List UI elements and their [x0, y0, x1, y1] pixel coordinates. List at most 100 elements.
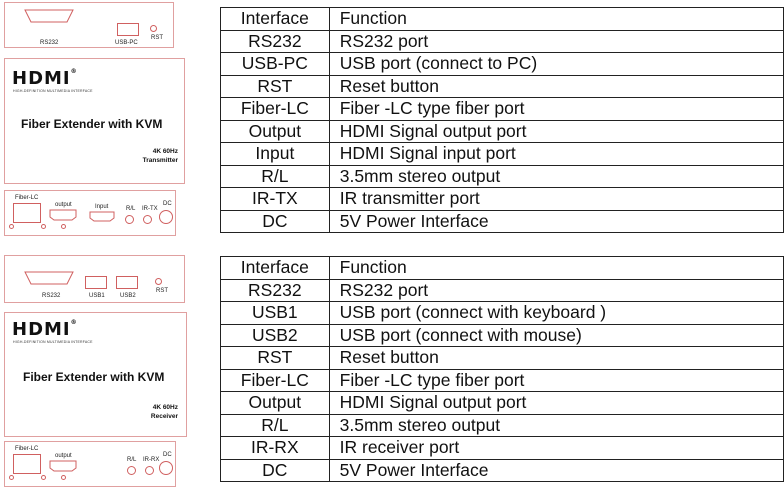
function-cell: USB port (connect to PC) [328, 52, 784, 76]
ir-rx-label: IR-RX [143, 457, 160, 463]
fiber-indicator-icon [9, 224, 14, 229]
interface-cell: USB1 [220, 301, 330, 325]
function-cell: 5V Power Interface [328, 458, 784, 482]
rs232-port-icon [24, 271, 74, 285]
function-cell: Fiber -LC type fiber port [328, 368, 784, 392]
rst-button-icon [150, 25, 157, 32]
usb-pc-port-icon [117, 23, 139, 36]
rs232-label: RS232 [40, 40, 59, 46]
function-cell: USB port (connect with mouse) [328, 323, 784, 347]
receiver-top-panel: RS232 USB1 USB2 RST [4, 255, 185, 303]
fiber-indicator-icon [9, 475, 14, 480]
usb1-port-icon [85, 276, 107, 289]
output-label: output [55, 453, 72, 459]
function-cell: HDMI Signal output port [328, 391, 784, 415]
ir-port-icon [143, 215, 152, 224]
hdmi-logo-icon: HDMI® [12, 319, 78, 340]
hdmi-input-port-icon [89, 211, 115, 222]
function-cell: 5V Power Interface [328, 209, 784, 233]
fiber-indicator-icon [41, 224, 46, 229]
fiber-lc-label: Fiber-LC [15, 195, 39, 201]
usb-pc-label: USB-PC [115, 40, 138, 46]
header-function: Function [328, 256, 784, 280]
ir-port-icon [145, 466, 154, 475]
interface-cell: Input [220, 142, 330, 166]
fiber-lc-port-icon [13, 454, 41, 474]
interface-cell: USB-PC [220, 52, 330, 76]
interface-cell: DC [220, 209, 330, 233]
rl-label: R/L [126, 206, 136, 212]
spec-label: 4K 60Hz Transmitter [142, 148, 178, 164]
input-label: Input [95, 204, 109, 210]
dc-label: DC [163, 452, 172, 458]
interface-cell: Fiber-LC [220, 368, 330, 392]
audio-jack-icon [125, 215, 134, 224]
function-cell: HDMI Signal input port [328, 142, 784, 166]
function-cell: RS232 port [328, 29, 784, 53]
function-cell: RS232 port [328, 278, 784, 302]
function-cell: HDMI Signal output port [328, 119, 784, 143]
hdmi-logo-icon: HDMI® [12, 68, 78, 89]
rs232-port-icon [24, 9, 74, 23]
interface-cell: Fiber-LC [220, 97, 330, 121]
function-cell: 3.5mm stereo output [328, 413, 784, 437]
header-function: Function [328, 7, 784, 31]
rl-label: R/L [127, 457, 137, 463]
rst-label: RST [156, 288, 168, 294]
function-cell: IR receiver port [328, 436, 784, 460]
function-cell: Fiber -LC type fiber port [328, 97, 784, 121]
ir-tx-label: IR-TX [142, 206, 158, 212]
interface-cell: IR-RX [220, 436, 330, 460]
hdmi-tagline: HIGH-DEFINITION MULTIMEDIA INTERFACE [13, 340, 93, 344]
interface-cell: RST [220, 74, 330, 98]
interface-cell: Output [220, 119, 330, 143]
receiver-bottom-panel: Fiber-LC output R/L IR-RX DC [4, 441, 176, 487]
transmitter-bottom-panel: Fiber-LC output Input R/L IR-TX DC [4, 190, 176, 236]
rst-button-icon [155, 278, 162, 285]
hdmi-tagline: HIGH-DEFINITION MULTIMEDIA INTERFACE [13, 89, 93, 93]
interface-cell: R/L [220, 413, 330, 437]
transmitter-front-panel: HDMI® HIGH-DEFINITION MULTIMEDIA INTERFA… [4, 58, 185, 184]
interface-cell: RS232 [220, 278, 330, 302]
interface-cell: RS232 [220, 29, 330, 53]
fiber-indicator-icon [41, 475, 46, 480]
device-title: Fiber Extender with KVM [21, 117, 163, 131]
table-header-row: Interface Function [220, 256, 784, 280]
interface-cell: DC [220, 458, 330, 482]
interface-cell: R/L [220, 164, 330, 188]
device-title: Fiber Extender with KVM [23, 370, 165, 384]
rs232-label: RS232 [42, 293, 61, 299]
interface-cell: Output [220, 391, 330, 415]
table-header-row: Interface Function [220, 7, 784, 31]
function-cell: Reset button [328, 74, 784, 98]
header-interface: Interface [220, 256, 330, 280]
usb2-port-icon [116, 276, 138, 289]
interface-cell: RST [220, 346, 330, 370]
header-interface: Interface [220, 7, 330, 31]
fiber-lc-label: Fiber-LC [15, 446, 39, 452]
dc-port-icon [159, 461, 173, 475]
output-indicator-icon [61, 224, 66, 229]
function-cell: Reset button [328, 346, 784, 370]
hdmi-output-port-icon [49, 209, 77, 221]
dc-label: DC [163, 201, 172, 207]
dc-port-icon [159, 210, 173, 224]
